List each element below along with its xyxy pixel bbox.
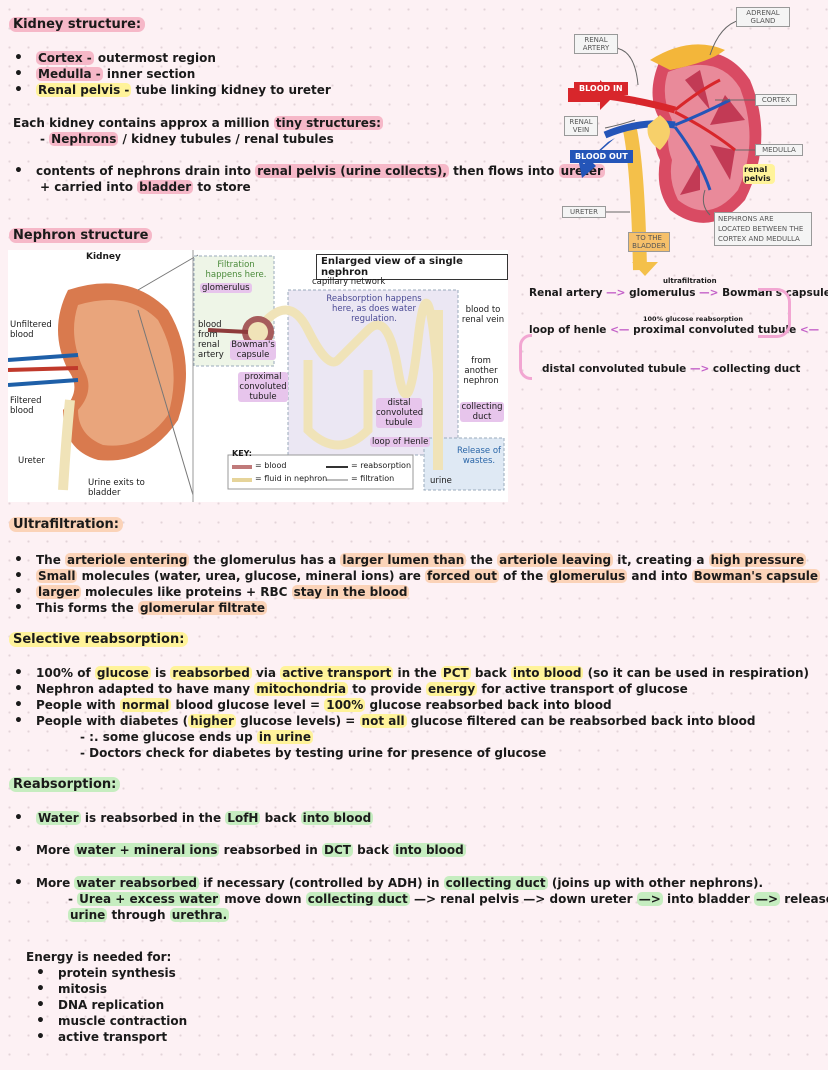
kidney-text: Each kidney contains approx a million ti… (13, 116, 383, 130)
energy-item: mitosis (36, 981, 107, 997)
flow-connector-right (758, 288, 791, 338)
label-reabsorption-note: Reabsorption happens here, as does water… (326, 294, 422, 324)
label-bowmans: Bowman's capsule (230, 340, 276, 360)
flow-line-3: distal convoluted tubule —> collecting d… (542, 363, 801, 375)
label-blood-to-vein: blood to renal vein (461, 305, 505, 325)
kidney-illustration (568, 19, 762, 276)
label-urine: urine (430, 476, 452, 486)
key-filtration: = filtration (351, 474, 395, 483)
ultra-item: The arteriole entering the glomerulus ha… (14, 552, 807, 568)
nephron-structure-title: Nephron structure (9, 228, 153, 243)
label-medulla: MEDULLA (755, 144, 803, 156)
energy-item: DNA replication (36, 997, 164, 1013)
label-enlarged-view: Enlarged view of a single nephron (316, 254, 508, 280)
reabsorption-title: Reabsorption: (9, 777, 121, 792)
energy-item: protein synthesis (36, 965, 176, 981)
selective-sub: - :. some glucose ends up in urine (80, 730, 313, 744)
flow-connector-left (519, 334, 532, 380)
energy-item: active transport (36, 1029, 167, 1045)
label-dct: distal convoluted tubule (376, 398, 424, 428)
label-filtered-blood: Filtered blood (10, 396, 42, 416)
label-renal-artery: RENAL ARTERY (574, 34, 618, 54)
label-capillary: capillary network (312, 277, 386, 287)
reab-sub: - Urea + excess water move down collecti… (68, 892, 828, 906)
label-from-another: from another nephron (463, 356, 499, 386)
selective-item: People with normal blood glucose level =… (14, 697, 612, 713)
key-title: KEY: (232, 449, 252, 458)
key-reabsorption: = reabsorption (351, 461, 412, 470)
label-ureter: Ureter (18, 456, 45, 466)
key-blood: = blood (255, 461, 287, 470)
reab-sub: urine through urethra. (68, 908, 230, 922)
kidney-text: - Nephrons / kidney tubules / renal tubu… (40, 132, 334, 146)
flow-glucose-note: 100% glucose reabsorption (643, 315, 743, 323)
reab-item: More water reabsorbed if necessary (cont… (14, 875, 763, 891)
ultra-item: Small molecules (water, urea, glucose, m… (14, 568, 821, 584)
label-pct: proximal convoluted tubule (238, 372, 288, 402)
label-release-wastes: Release of wastes. (456, 446, 502, 466)
nephron-diagram: Kidney Filtration happens here. Enlarged… (8, 250, 508, 502)
label-loop-henle: loop of Henle (370, 437, 431, 447)
label-renal-pelvis: renal pelvis (743, 164, 775, 184)
label-ureter: URETER (562, 206, 606, 218)
energy-item: muscle contraction (36, 1013, 187, 1029)
label-renal-vein: RENAL VEIN (564, 116, 598, 136)
kidney-item: Renal pelvis - tube linking kidney to ur… (14, 82, 331, 98)
selective-sub: - Doctors check for diabetes by testing … (80, 746, 547, 760)
label-adrenal-gland: ADRENAL GLAND (736, 7, 790, 27)
flow-ultrafiltration-note: ultrafiltration (663, 277, 717, 285)
label-filtration: Filtration happens here. (205, 260, 267, 280)
kidney-item: Cortex - outermost region (14, 50, 216, 66)
kidney-item: Medulla - inner section (14, 66, 195, 82)
flow-line-1: Renal artery —> glomerulus —> Bowman's c… (529, 287, 828, 299)
nephron-illustration (8, 250, 505, 502)
selective-item: People with diabetes (higher glucose lev… (14, 713, 755, 729)
label-unfiltered-blood: Unfiltered blood (10, 320, 52, 340)
label-collecting-duct: collecting duct (460, 402, 504, 422)
label-blood-in: BLOOD IN (574, 82, 628, 95)
label-blood-from-artery: blood from renal artery (198, 320, 224, 360)
ultra-item: This forms the glomerular filtrate (14, 600, 267, 616)
key-fluid: = fluid in nephron (255, 474, 328, 483)
label-glomerulus: glomerulus (200, 283, 252, 293)
kidney-text: contents of nephrons drain into renal pe… (14, 163, 605, 179)
kidney-structure-title: Kidney structure: (9, 17, 146, 32)
selective-title: Selective reabsorption: (9, 632, 189, 647)
energy-title: Energy is needed for: (26, 950, 172, 964)
ultra-item: larger molecules like proteins + RBC sta… (14, 584, 410, 600)
ultrafiltration-title: Ultrafiltration: (9, 517, 123, 532)
kidney-diagram: ADRENAL GLAND RENAL ARTERY BLOOD IN CORT… (560, 0, 828, 280)
selective-item: 100% of glucose is reabsorbed via active… (14, 665, 809, 681)
selective-item: Nephron adapted to have many mitochondri… (14, 681, 688, 697)
flow-line-2: loop of henle <— proximal convoluted tub… (529, 324, 820, 336)
label-kidney: Kidney (86, 252, 121, 262)
label-to-bladder: TO THE BLADDER (628, 232, 670, 252)
label-cortex: CORTEX (755, 94, 797, 106)
reab-item: Water is reabsorbed in the LofH back int… (14, 810, 374, 826)
label-blood-out: BLOOD OUT (570, 150, 633, 163)
label-nephrons-note: NEPHRONS ARE LOCATED BETWEEN THE CORTEX … (714, 212, 812, 246)
kidney-text: + carried into bladder to store (40, 180, 251, 194)
label-urine-exits: Urine exits to bladder (88, 478, 145, 498)
reab-item: More water + mineral ions reabsorbed in … (14, 842, 466, 858)
